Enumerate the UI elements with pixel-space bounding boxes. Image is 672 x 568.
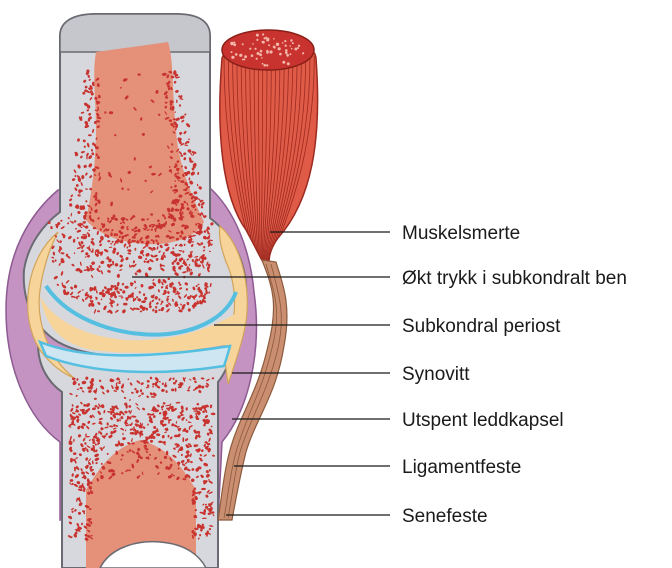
label-senefeste: Senefeste	[402, 506, 488, 527]
label-ligamentfeste: Ligamentfeste	[402, 457, 521, 478]
upper-bone-cap	[60, 14, 210, 52]
label-okt-trykk: Økt trykk i subkondralt ben	[402, 268, 627, 289]
label-subkondral-periost: Subkondral periost	[402, 316, 561, 337]
label-synovitt: Synovitt	[402, 364, 470, 385]
label-muskelsmerte: Muskelsmerte	[402, 223, 520, 244]
label-utspent-leddkapsel: Utspent leddkapsel	[402, 410, 564, 431]
muscle-cross-section	[222, 30, 314, 70]
